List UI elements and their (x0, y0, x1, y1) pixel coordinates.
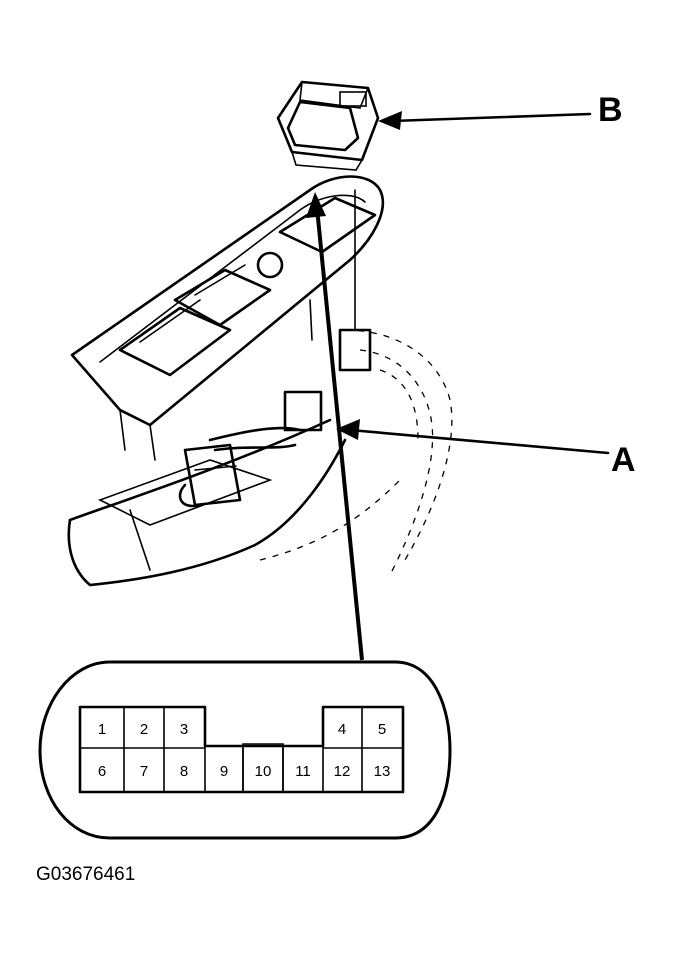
callout-label-b: B (598, 91, 623, 129)
pin-label: 12 (334, 763, 351, 780)
connector-pointer-arrow (306, 192, 364, 661)
connector-detail-bubble (38, 660, 452, 840)
pin-label: 6 (98, 763, 106, 780)
pin-label: 9 (220, 763, 228, 780)
callout-label-a: A (611, 441, 636, 479)
pin-label: 2 (140, 721, 148, 738)
pin-label: 1 (98, 721, 106, 738)
switch-b (276, 80, 380, 171)
pin-label: 11 (295, 763, 311, 780)
wire-harness (178, 390, 323, 508)
callout-arrow-b (378, 111, 592, 130)
connector-face (78, 705, 405, 794)
door-panel-outline (67, 329, 453, 587)
pin-label: 8 (180, 763, 188, 780)
pin-label: 4 (338, 721, 346, 738)
figure-id: G03676461 (36, 864, 135, 885)
pin-label: 10 (255, 763, 272, 780)
pin-label: 3 (180, 721, 188, 738)
pin-label: 5 (378, 721, 386, 738)
pin-label: 7 (140, 763, 148, 780)
connector-detail: 1 2 3 4 5 6 7 8 9 10 11 12 13 (38, 660, 452, 840)
callout-arrow-a (336, 419, 610, 455)
master-switch-bezel (70, 175, 385, 461)
pin-label: 13 (374, 763, 391, 780)
